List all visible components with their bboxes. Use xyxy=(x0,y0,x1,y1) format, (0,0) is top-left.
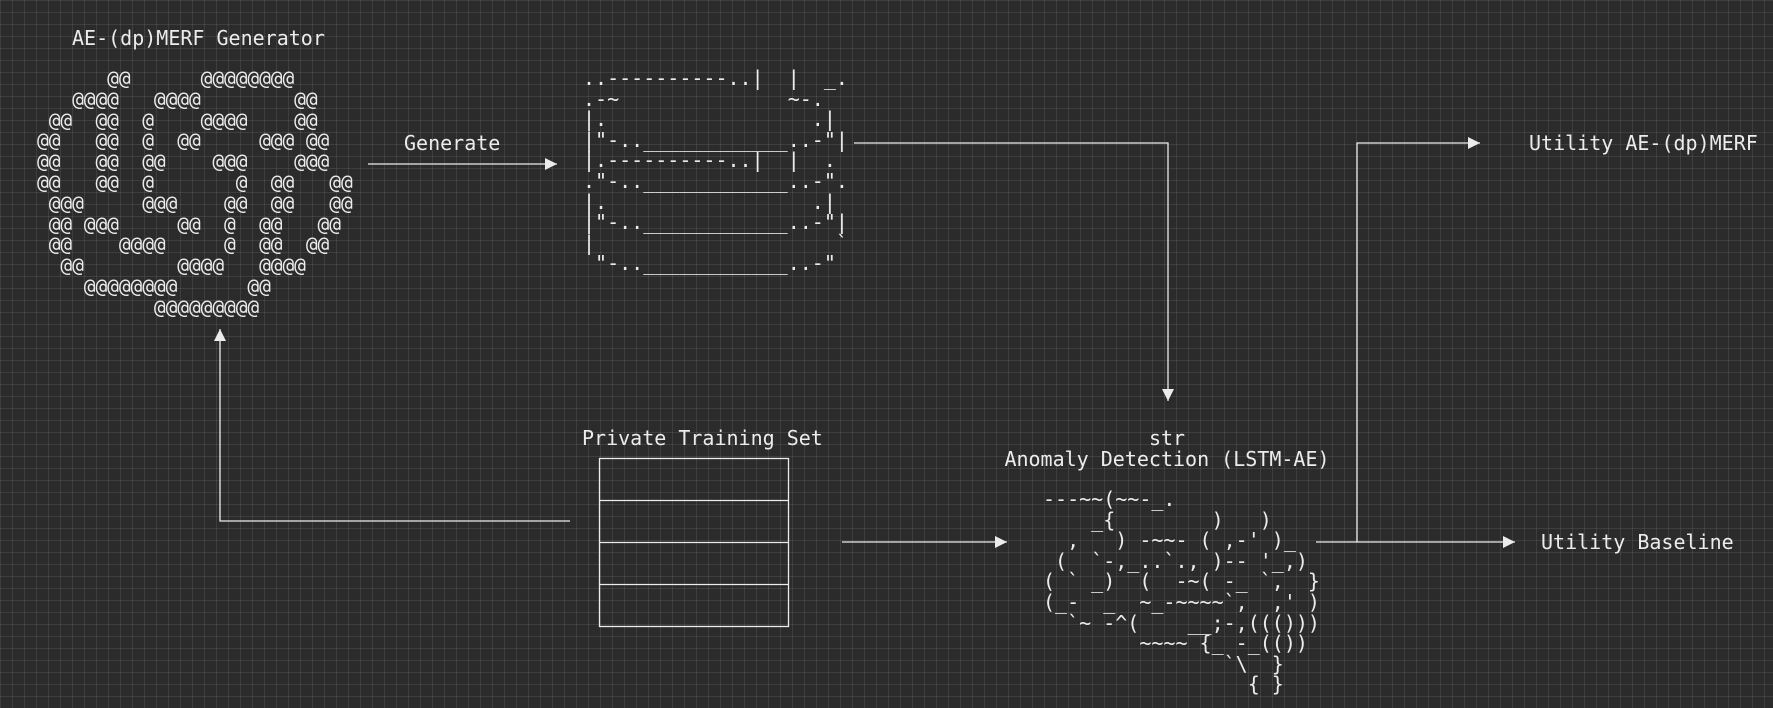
edge-anomaly-detection-to-utility-dpmerf xyxy=(1356,137,1480,542)
edge-training-set-to-generator xyxy=(214,329,570,522)
edge-label-generate: Generate xyxy=(404,131,501,155)
anomaly-detection-label-line1: str xyxy=(1148,426,1186,450)
generator-brain-art: @@ @@@@@@@@ @@@@ @@@@ @@ @@ @@ @ @@@@ @@… xyxy=(37,67,353,319)
anomaly-detection-brain-art: ---~~(~~-_. _{ ) ) , ) -~~- ( ,-' )_ ( `… xyxy=(1043,487,1320,697)
utility-baseline-label: Utility Baseline xyxy=(1541,530,1734,554)
synthetic-data-database-art: ..----------..| | _. .-~ ~-. |. .| |"-..… xyxy=(583,66,848,276)
anomaly-detection-label-line2: Anomaly Detection (LSTM-AE) xyxy=(1004,447,1330,471)
generator-label: AE-(dp)MERF Generator xyxy=(72,26,325,50)
training-set-label: Private Training Set xyxy=(582,426,823,450)
utility-dpmerf-label: Utility AE-(dp)MERF xyxy=(1529,131,1758,155)
edge-synthetic-data-to-anomaly-detection xyxy=(854,142,1174,401)
training-set-table-icon xyxy=(598,457,790,628)
